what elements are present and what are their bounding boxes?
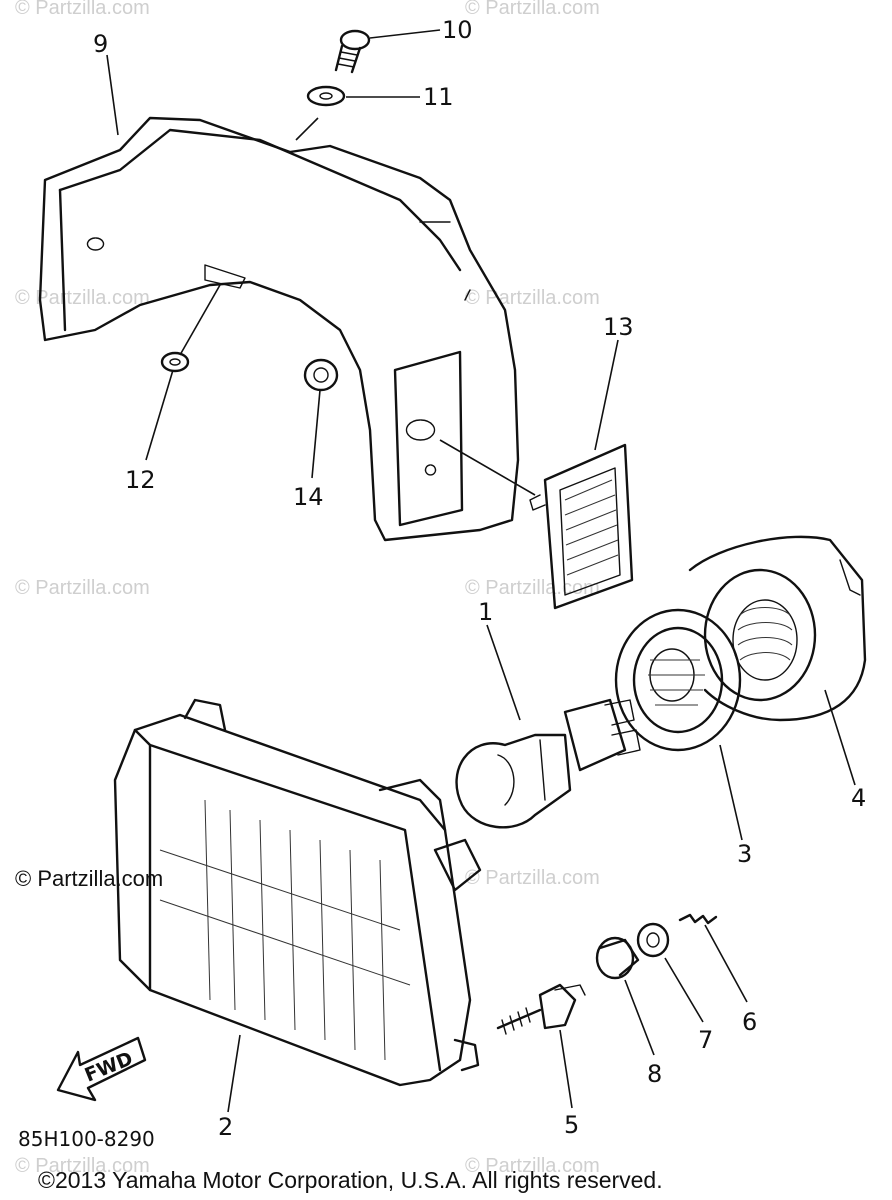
watermark: © Partzilla.com <box>465 867 600 889</box>
part-sleeve <box>595 936 640 980</box>
watermark: © Partzilla.com <box>465 1155 600 1177</box>
callout-3: 3 <box>737 840 752 868</box>
watermark-grid: © Partzilla.com © Partzilla.com © Partzi… <box>15 0 600 1177</box>
watermark: © Partzilla.com <box>465 577 600 599</box>
leader-lines <box>106 29 856 1113</box>
part-headlight-cover <box>38 116 520 542</box>
callouts: 9 10 11 12 13 14 1 3 4 2 5 6 7 8 <box>93 16 866 1141</box>
watermark-main: © Partzilla.com <box>15 866 163 891</box>
part-headlight-unit <box>113 698 482 1087</box>
leader-12b <box>179 284 221 356</box>
diagram-code: 85H100-8290 <box>18 1127 155 1151</box>
leader-3 <box>719 744 743 841</box>
leader-8 <box>624 979 655 1056</box>
watermark: © Partzilla.com <box>15 577 150 599</box>
part-washer-small <box>636 922 670 958</box>
leader-12 <box>145 369 174 461</box>
copyright-notice: ©2013 Yamaha Motor Corporation, U.S.A. A… <box>38 1167 663 1193</box>
watermark: © Partzilla.com <box>15 1155 150 1177</box>
leader-2 <box>227 1034 241 1113</box>
callout-10: 10 <box>442 16 473 44</box>
callout-4: 4 <box>851 784 866 812</box>
callout-9: 9 <box>93 30 108 58</box>
watermark: © Partzilla.com <box>465 287 600 309</box>
fwd-arrow: FWD <box>56 1036 147 1102</box>
callout-1: 1 <box>478 598 493 626</box>
part-bulb <box>455 698 641 829</box>
leader-1 <box>486 624 521 721</box>
callout-6: 6 <box>742 1008 757 1036</box>
callout-2: 2 <box>218 1113 233 1141</box>
leader-7 <box>664 957 704 1023</box>
watermark: © Partzilla.com <box>465 0 600 19</box>
part-grommet-small <box>160 351 190 373</box>
part-socket-cover <box>688 535 867 722</box>
watermark: © Partzilla.com <box>15 0 150 19</box>
part-grommet-large <box>303 358 339 392</box>
leader-14 <box>311 389 321 479</box>
callout-11: 11 <box>423 83 454 111</box>
callout-14: 14 <box>293 483 324 511</box>
leader-11b <box>295 117 319 141</box>
watermark: © Partzilla.com <box>15 287 150 309</box>
callout-12: 12 <box>125 466 156 494</box>
leader-4 <box>824 689 856 786</box>
part-position-socket <box>496 983 586 1035</box>
callout-8: 8 <box>647 1060 662 1088</box>
leader-5 <box>559 1029 573 1109</box>
leader-10 <box>369 29 441 39</box>
part-washer <box>306 85 346 107</box>
part-reflector <box>529 443 634 610</box>
callout-7: 7 <box>698 1026 713 1054</box>
part-screw <box>334 29 371 74</box>
leader-13b <box>439 439 536 496</box>
part-bulb-retainer <box>614 608 742 752</box>
fwd-label: FWD <box>82 1048 136 1087</box>
callout-5: 5 <box>564 1111 579 1139</box>
leader-6 <box>704 924 748 1003</box>
leader-9 <box>106 54 119 136</box>
leader-13 <box>594 339 619 451</box>
callout-13: 13 <box>603 313 634 341</box>
part-spring <box>678 913 718 925</box>
